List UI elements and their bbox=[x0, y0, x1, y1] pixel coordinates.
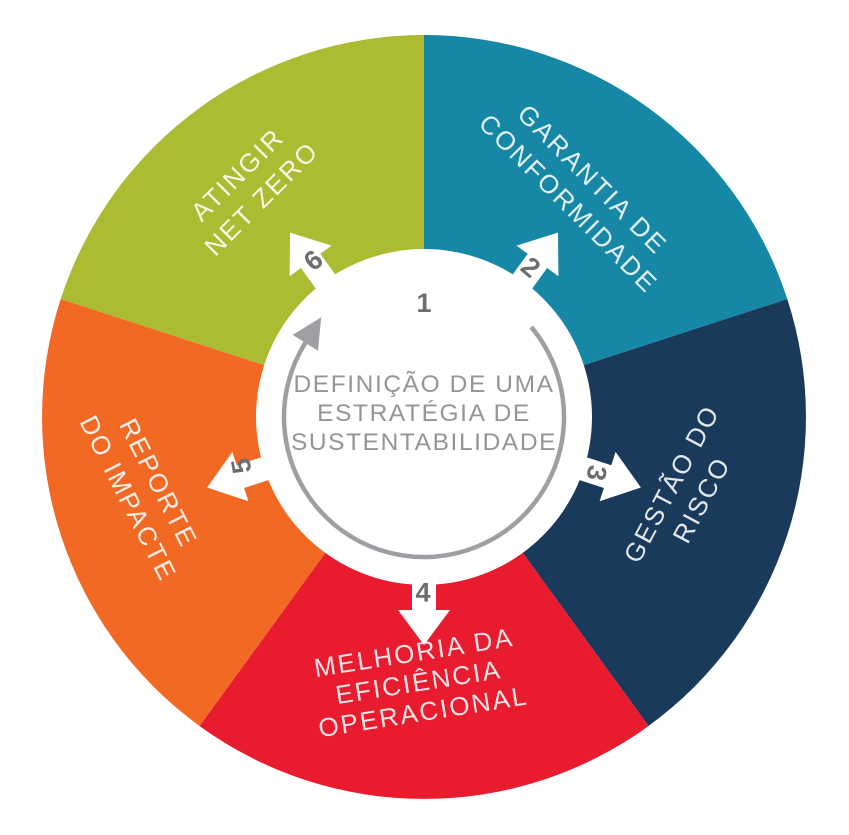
step-number-3: 3 bbox=[580, 463, 612, 483]
arrow-step-3-icon bbox=[563, 451, 641, 502]
center-title-line: DEFINIÇÃO DE UMA bbox=[293, 371, 554, 398]
segment-garantia-de-conformidade bbox=[424, 35, 788, 366]
center-title-line: ESTRATÉGIA DE bbox=[317, 400, 531, 427]
segment-reporte-do-impacte bbox=[42, 299, 326, 726]
arrow-step-4-icon bbox=[398, 567, 450, 645]
segment-gestao-do-risco bbox=[522, 299, 806, 726]
step-number-5: 5 bbox=[225, 456, 257, 476]
cycle-arrow-icon bbox=[292, 317, 322, 351]
step-number-1: 1 bbox=[416, 288, 431, 318]
step-number-4: 4 bbox=[415, 577, 430, 607]
segment-melhoria-da-eficiencia-operacional bbox=[199, 552, 649, 799]
cycle-arc bbox=[281, 325, 567, 560]
arrow-step-6-icon bbox=[289, 232, 346, 303]
center-title-line: SUSTENTABILIDADE bbox=[291, 429, 557, 456]
arrow-step-5-icon bbox=[207, 451, 285, 502]
center-step-title: DEFINIÇÃO DE UMA ESTRATÉGIA DE SUSTENTAB… bbox=[291, 371, 557, 456]
segment-atingir-net-zero bbox=[60, 35, 424, 366]
arrow-step-2-icon bbox=[502, 232, 559, 303]
